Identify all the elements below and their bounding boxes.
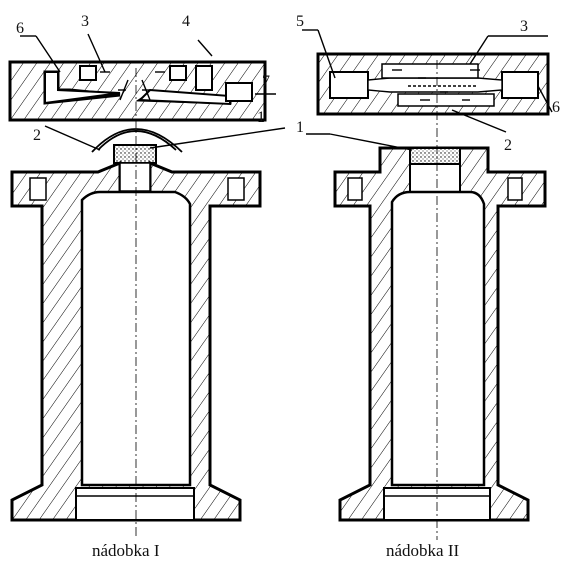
label-4-left: 4 [182, 13, 190, 30]
vessel-ii-leaders [302, 29, 553, 151]
caption-vessel-i: nádobka I [92, 541, 160, 560]
vessel-i-sample [113, 144, 157, 164]
label-2-left: 2 [33, 127, 41, 144]
vessel-i-leaders [20, 33, 286, 151]
vessel-i-body [10, 160, 262, 522]
vessel-ii-sample [409, 147, 461, 165]
label-5-right: 5 [296, 13, 304, 30]
label-7-left: 7 [262, 73, 270, 90]
vessel-ii-cap-block [316, 52, 550, 116]
vessel-i [8, 60, 267, 538]
caption-vessel-ii: nádobka II [386, 541, 460, 560]
vessel-ii-body [333, 146, 547, 522]
label-6-left: 6 [16, 20, 24, 37]
label-3-right: 3 [520, 18, 528, 35]
label-6-right: 6 [552, 99, 560, 116]
vessel-i-labels: 6 3 4 7 2 1 [16, 13, 270, 144]
vessel-ii [316, 52, 550, 540]
label-2-right: 2 [504, 137, 512, 154]
label-3-left: 3 [81, 13, 89, 30]
label-1-left: 1 [257, 109, 265, 126]
vessel-ii-labels: 5 3 6 1 2 [296, 13, 560, 154]
vessel-i-cap-block [8, 60, 267, 122]
label-1-right: 1 [296, 119, 304, 136]
